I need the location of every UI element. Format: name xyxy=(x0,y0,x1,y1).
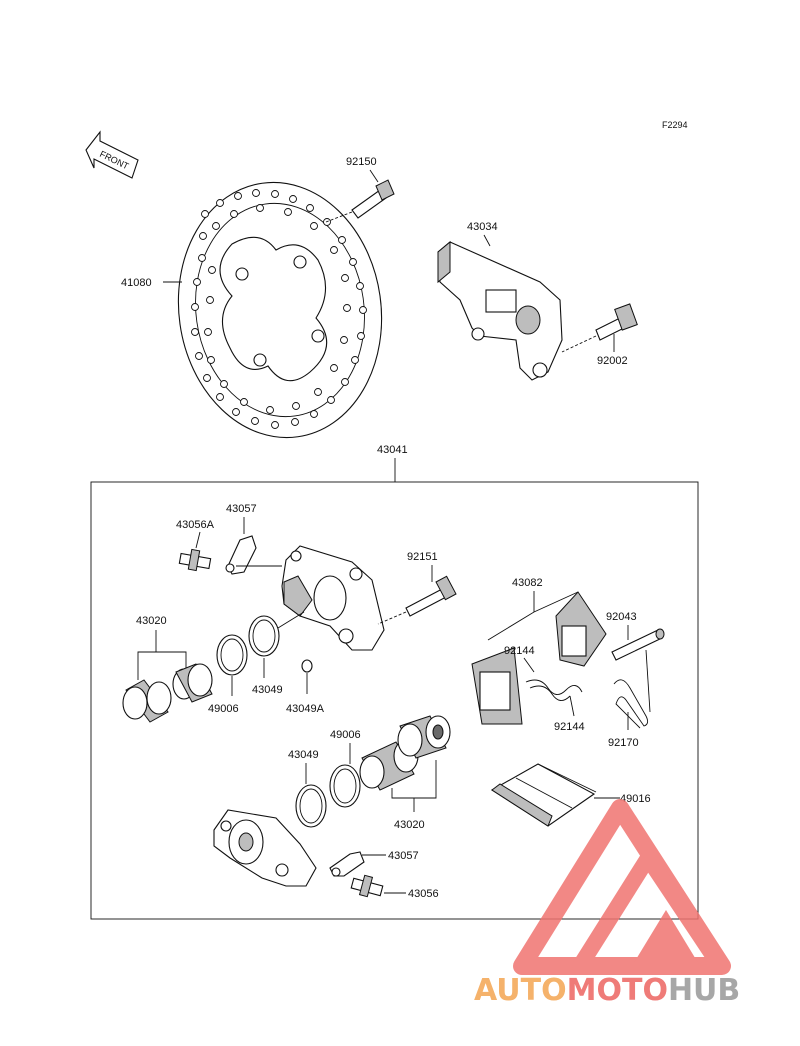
watermark-logo-icon xyxy=(513,799,731,975)
dust-seal-left-drawing xyxy=(216,634,248,676)
piston-seal-right-drawing xyxy=(295,784,327,828)
caliper-bolt-drawing xyxy=(405,575,457,617)
dust-seal-right-drawing xyxy=(329,764,361,808)
bleeder-valve-drawing xyxy=(350,874,384,898)
caliper-body-upper-drawing xyxy=(281,545,385,651)
disc-vent-holes xyxy=(191,189,367,429)
bracket-bolt-drawing xyxy=(595,303,638,341)
bleeder-cap-drawing xyxy=(225,535,257,575)
label-41080: 41080 xyxy=(121,277,152,289)
label-92151: 92151 xyxy=(407,551,438,563)
brake-disc-drawing xyxy=(177,181,383,439)
brake-pad-upper-drawing xyxy=(555,591,607,667)
caliper-assembly-box xyxy=(90,481,699,920)
pad-pin-drawing xyxy=(611,628,665,661)
label-43056A: 43056A xyxy=(176,519,215,531)
figure-code: F2294 xyxy=(662,120,688,130)
watermark-hub: HUB xyxy=(668,973,740,1008)
label-92144-upper: 92144 xyxy=(504,645,535,657)
label-43034: 43034 xyxy=(467,221,498,233)
label-43056: 43056 xyxy=(408,888,439,900)
watermark-moto: MOTO xyxy=(567,973,668,1008)
label-43049-left: 43049 xyxy=(252,684,283,696)
label-43049-right: 43049 xyxy=(288,749,319,761)
piston-seal-left-drawing xyxy=(248,615,280,657)
piston-left-outer-drawing xyxy=(122,679,172,723)
watermark-text: AUTOMOTOHUB xyxy=(474,973,740,1008)
brake-pad-lower-drawing xyxy=(471,647,523,725)
pad-spring-drawing xyxy=(525,679,583,701)
caliper-body-lower-drawing xyxy=(213,809,317,887)
label-92043: 92043 xyxy=(606,611,637,623)
label-43057-lower: 43057 xyxy=(388,850,419,862)
label-49006-right: 49006 xyxy=(330,729,361,741)
label-43020-right: 43020 xyxy=(394,819,425,831)
ring-a-drawing xyxy=(301,659,313,673)
piston-left-inner-drawing xyxy=(172,663,213,703)
label-92002: 92002 xyxy=(597,355,628,367)
label-43082: 43082 xyxy=(512,577,543,589)
caliper-bracket-drawing xyxy=(437,240,563,381)
watermark-auto: AUTO xyxy=(474,973,567,1008)
bleeder-valve-a-drawing xyxy=(178,548,212,572)
front-arrow-icon: FRONT xyxy=(85,130,139,179)
bleeder-cap-lower-drawing xyxy=(329,851,365,877)
label-43041: 43041 xyxy=(377,444,408,456)
label-49006-left: 49006 xyxy=(208,703,239,715)
snap-pin-drawing xyxy=(613,649,651,729)
label-92144-lower: 92144 xyxy=(554,721,585,733)
label-92150: 92150 xyxy=(346,156,377,168)
disc-bolt-drawing xyxy=(351,179,395,219)
shim-drawing xyxy=(490,763,597,827)
label-49016: 49016 xyxy=(620,793,651,805)
label-43057-upper: 43057 xyxy=(226,503,257,515)
label-43020-left: 43020 xyxy=(136,615,167,627)
label-43049A: 43049A xyxy=(286,703,325,715)
piston-right-drawing xyxy=(359,715,451,791)
label-92170: 92170 xyxy=(608,737,639,749)
